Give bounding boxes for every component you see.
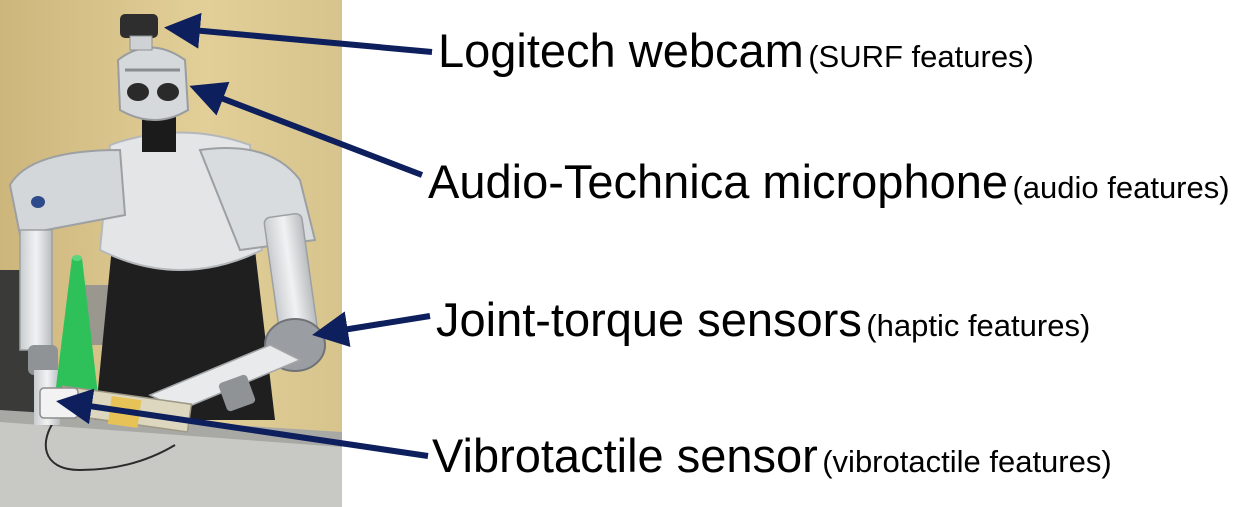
label-microphone: Audio-Technica microphone (audio feature… [428,158,1230,205]
left-upper-arm [19,229,53,351]
tube-stripe [107,396,142,428]
left-elbow [28,345,58,375]
label-vibro: Vibrotactile sensor (vibrotactile featur… [432,432,1112,479]
label-torque-main: Joint-torque sensors [436,293,862,346]
hand-sensor [39,387,79,419]
label-vibro-main: Vibrotactile sensor [432,429,818,482]
robot-eye-right [157,83,179,101]
label-microphone-main: Audio-Technica microphone [428,155,1008,208]
label-torque-sub: (haptic features) [866,308,1091,343]
webcam-body [120,14,158,38]
green-cone [55,258,98,395]
robot-photo [0,0,342,507]
label-webcam-sub: (SURF features) [808,39,1034,74]
label-torque: Joint-torque sensors (haptic features) [436,296,1090,343]
label-webcam-main: Logitech webcam [438,24,804,77]
label-vibro-sub: (vibrotactile features) [822,444,1112,479]
webcam-mount [129,35,153,51]
label-webcam: Logitech webcam (SURF features) [438,27,1034,74]
left-shoulder [8,148,127,237]
cone-tip [72,255,82,261]
robot-eye-left [127,83,149,101]
label-microphone-sub: (audio features) [1012,170,1230,205]
left-shoulder-logo [31,196,45,208]
robot-head [116,46,190,121]
